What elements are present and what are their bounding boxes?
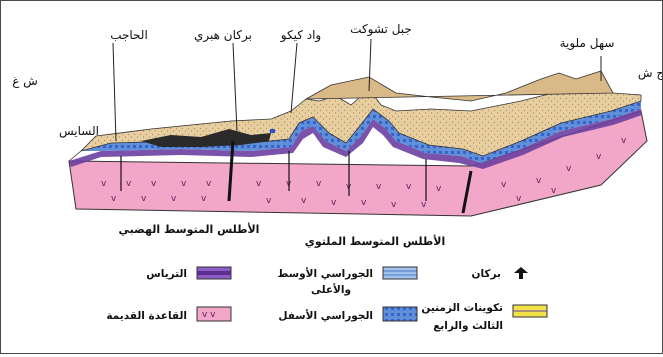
legend-label-volcano: بركان <box>472 268 502 280</box>
svg-text:v: v <box>256 179 262 189</box>
svg-text:v v: v v <box>202 310 216 320</box>
svg-text:v: v <box>151 179 157 189</box>
svg-text:v: v <box>206 179 212 189</box>
legend: بركان الجوراسي الأوسط والأعلى الترياس تك… <box>106 267 547 332</box>
svg-text:v: v <box>421 200 427 210</box>
label-al-sayis: السايس <box>59 124 99 139</box>
label-al-hajib: الحاجب <box>110 28 148 42</box>
legend-item-lower-jurassic: الجوراسي الأسفل <box>278 307 417 322</box>
svg-text:v: v <box>266 196 272 206</box>
svg-text:v: v <box>171 194 177 204</box>
region-plateau-atlas: الأطلس المتوسط الهضبي <box>119 222 260 236</box>
label-jbel-tchoukt: جبل تشوكت <box>350 22 412 37</box>
svg-text:v: v <box>111 194 117 204</box>
legend-item-tertiary-quaternary: تكوينات الزمنين الثالث والرابع <box>421 302 547 332</box>
legend-item-volcano: بركان <box>472 267 529 280</box>
swatch-middle-upper-jurassic <box>383 267 417 279</box>
svg-text:v: v <box>101 179 107 189</box>
svg-text:v: v <box>181 179 187 189</box>
svg-text:v: v <box>361 198 367 208</box>
legend-label-tertiary-2: الثالث والرابع <box>433 320 503 332</box>
svg-text:v: v <box>301 196 307 206</box>
label-wad-kiko: واد كيكو <box>280 28 321 43</box>
legend-label-middle-upper-jurassic-1: الجوراسي الأوسط <box>278 267 373 280</box>
legend-item-triassic: الترياس <box>146 267 231 280</box>
svg-text:v: v <box>141 194 147 204</box>
compass-right: ج ش <box>638 66 662 81</box>
svg-text:v: v <box>436 184 442 194</box>
svg-text:v: v <box>551 186 557 196</box>
legend-item-middle-upper-jurassic: الجوراسي الأوسط والأعلى <box>278 267 417 296</box>
label-sahl-malwiya: سهل ملوية <box>560 36 615 51</box>
svg-text:v: v <box>406 182 412 192</box>
svg-text:v: v <box>201 194 207 204</box>
label-burkan-habri: بركان هبري <box>194 28 252 43</box>
svg-text:v: v <box>536 176 542 186</box>
svg-text:v: v <box>596 152 602 162</box>
svg-text:v: v <box>621 136 627 146</box>
region-folded-atlas: الأطلس المتوسط الملتوي <box>305 234 446 248</box>
svg-text:v: v <box>376 182 382 192</box>
volcano-icon <box>514 267 528 279</box>
svg-text:v: v <box>391 200 397 210</box>
swatch-lower-jurassic <box>383 307 417 321</box>
legend-label-middle-upper-jurassic-2: والأعلى <box>311 283 351 296</box>
svg-text:v: v <box>331 198 337 208</box>
legend-item-ancient-base: v v القاعدة القديمة <box>106 307 231 322</box>
wad-kiko-water <box>270 129 275 133</box>
svg-text:v: v <box>316 179 322 189</box>
svg-text:v: v <box>501 180 507 190</box>
legend-label-ancient-base: القاعدة القديمة <box>106 310 187 322</box>
svg-text:v: v <box>566 164 572 174</box>
compass-left: ش غ <box>12 74 38 89</box>
legend-label-lower-jurassic: الجوراسي الأسفل <box>278 309 373 322</box>
svg-text:v: v <box>126 179 132 189</box>
svg-text:v: v <box>516 194 522 204</box>
legend-label-triassic: الترياس <box>146 268 187 280</box>
legend-label-tertiary-1: تكوينات الزمنين <box>421 302 503 314</box>
